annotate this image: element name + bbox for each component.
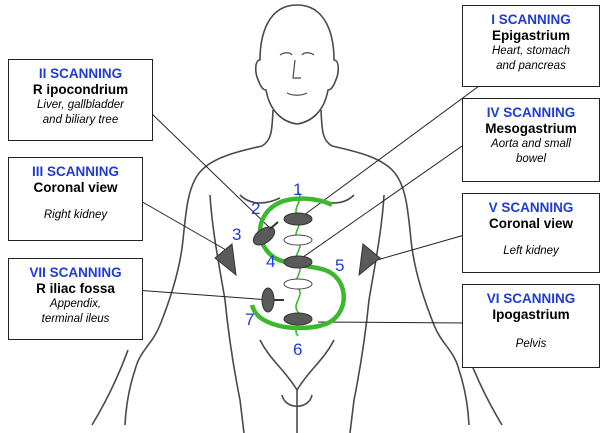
scan-box-2: II SCANNING R ipocondrium Liver, gallbla… xyxy=(8,59,153,141)
scan-box-5-organs-2: Left kidney xyxy=(503,245,559,257)
scan-box-4-region: Mesogastrium xyxy=(485,121,577,136)
scan-box-7-title: VII SCANNING xyxy=(29,265,122,280)
scan-box-7: VII SCANNING R iliac fossa Appendix, ter… xyxy=(8,258,143,340)
scan-box-7-organs-1: Appendix, xyxy=(49,298,102,310)
body-outline xyxy=(91,4,503,433)
scan-box-4-title: IV SCANNING xyxy=(486,105,576,120)
marker-2: 2 xyxy=(251,199,261,218)
scan-box-5: V SCANNING Coronal view Left kidney xyxy=(462,193,600,273)
scan-box-3-title: III SCANNING xyxy=(31,164,119,179)
scan-path xyxy=(249,196,346,331)
probe-1b-icon xyxy=(283,234,313,246)
scan-box-1-organs-2: and pancreas xyxy=(496,60,566,72)
scan-box-7-organs-2: terminal ileus xyxy=(41,313,110,325)
scan-box-2-region: R ipocondrium xyxy=(32,82,129,97)
scan-box-1-region: Epigastrium xyxy=(491,28,570,43)
scan-box-6-title: VI SCANNING xyxy=(486,291,576,306)
face-features xyxy=(279,52,315,96)
scan-box-3: III SCANNING Coronal view Right kidney xyxy=(8,157,143,241)
scan-box-5-region: Coronal view xyxy=(488,216,574,231)
probe-4-icon xyxy=(283,255,313,269)
scan-box-3-organs-1 xyxy=(9,196,142,208)
marker-3: 3 xyxy=(232,225,242,244)
probes xyxy=(214,212,381,326)
probe-7-icon xyxy=(261,287,284,313)
probe-2-icon xyxy=(252,221,279,246)
scan-box-5-title: V SCANNING xyxy=(488,200,574,215)
probe-6-icon xyxy=(283,312,313,326)
marker-7: 7 xyxy=(245,310,255,329)
scan-box-2-organs-1: Liver, gallbladder xyxy=(37,99,124,111)
scan-box-4-organs-1: Aorta and small xyxy=(491,138,571,150)
probe-5-icon xyxy=(358,243,381,277)
scan-box-2-organs-2: and biliary tree xyxy=(42,114,119,126)
scan-box-2-title: II SCANNING xyxy=(38,66,123,81)
marker-4: 4 xyxy=(266,252,276,271)
scan-box-4-organs-2: bowel xyxy=(515,153,547,165)
scan-box-6: VI SCANNING Ipogastrium Pelvis xyxy=(462,284,600,368)
marker-1: 1 xyxy=(293,180,303,199)
scan-box-3-region: Coronal view xyxy=(33,180,118,195)
scan-box-1: I SCANNING Epigastrium Heart, stomach an… xyxy=(462,5,600,87)
scan-box-6-region: Ipogastrium xyxy=(492,307,570,322)
probe-1-icon xyxy=(283,212,313,226)
scan-box-7-region: R iliac fossa xyxy=(36,281,115,296)
probe-3-icon xyxy=(214,243,237,277)
scan-box-1-title: I SCANNING xyxy=(491,12,571,27)
scan-box-4: IV SCANNING Mesogastrium Aorta and small… xyxy=(462,98,600,182)
scan-box-3-organs-2: Right kidney xyxy=(43,209,108,221)
scan-box-6-organs-1 xyxy=(463,323,599,337)
marker-5: 5 xyxy=(335,256,345,275)
probe-4b-icon xyxy=(283,278,313,290)
scan-box-1-organs-1: Heart, stomach xyxy=(492,45,570,57)
scan-box-6-organs-2: Pelvis xyxy=(515,338,547,350)
marker-6: 6 xyxy=(293,340,303,359)
scan-box-5-organs-1 xyxy=(463,232,599,244)
